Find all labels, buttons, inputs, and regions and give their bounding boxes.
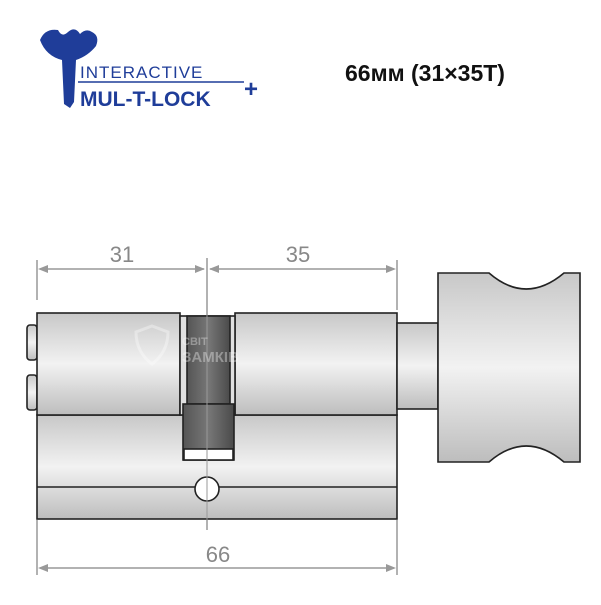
logo-interactive-text: INTERACTIVE: [80, 63, 203, 82]
dimension-right-label: 35: [286, 242, 310, 267]
logo-brand-text: MUL-T-LOCK: [80, 88, 211, 111]
dimension-total-label: 66: [206, 542, 230, 567]
dimension-left-label: 31: [110, 242, 134, 267]
watermark-line2: ЗАМКІВ: [182, 349, 239, 366]
logo-plus: +: [244, 76, 258, 103]
watermark: СВІТ ЗАМКІВ: [134, 324, 239, 366]
product-title: 66мм (31×35T): [345, 60, 505, 86]
cylinder-body: [26, 272, 581, 520]
watermark-line1: СВІТ: [182, 336, 208, 348]
mul-t-lock-logo: INTERACTIVE MUL-T-LOCK +: [40, 29, 258, 111]
